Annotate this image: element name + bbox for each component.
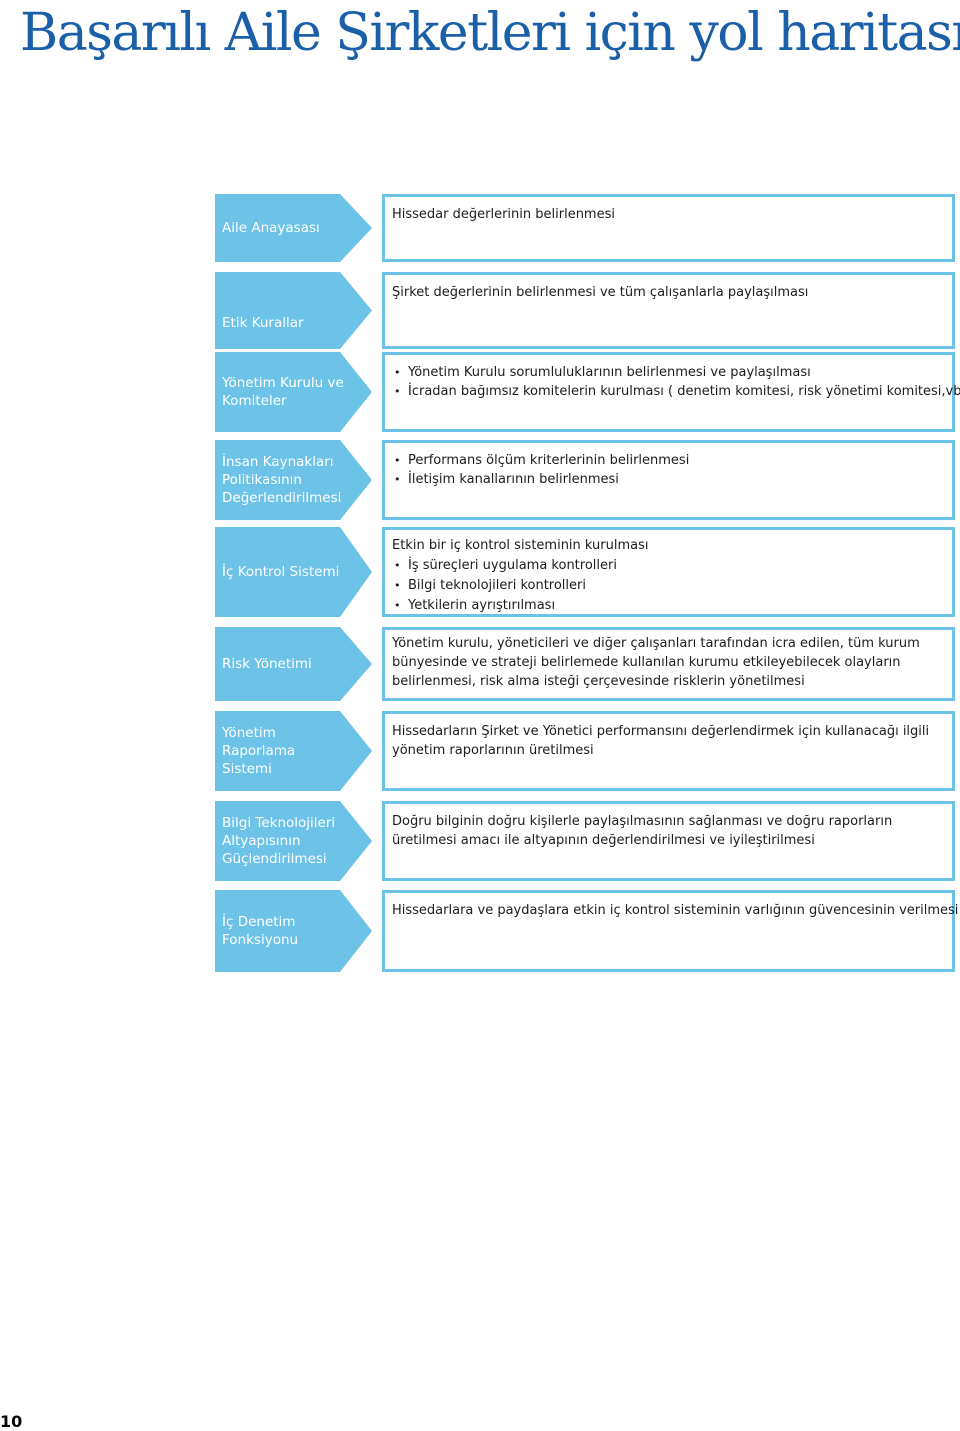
- description-text: Yönetim kurulu, yöneticileri ve diğer ça…: [392, 636, 920, 689]
- roadmap-step-description: Doğru bilginin doğru kişilerle paylaşılm…: [382, 801, 955, 881]
- roadmap-step-label: Bilgi Teknolojileri Altyapısının Güçlend…: [222, 815, 336, 867]
- roadmap-row-ic-denetim: İç Denetim Fonksiyonu Hissedarlara ve pa…: [215, 890, 960, 972]
- bullet-list: İş süreçleri uygulama kontrolleri Bilgi …: [392, 556, 940, 616]
- roadmap-step-label: Yönetim Raporlama Sistemi: [222, 725, 296, 777]
- page-number: 10: [0, 1412, 23, 1431]
- chevron-arrow: [215, 194, 372, 262]
- chevron-arrow: [215, 440, 372, 520]
- roadmap-step-label: İç Kontrol Sistemi: [222, 564, 340, 580]
- roadmap-step-description: Hissedarların Şirket ve Yönetici perform…: [382, 711, 955, 791]
- roadmap-step-label: Yönetim Kurulu ve Komiteler: [222, 375, 344, 409]
- bullet-item: İletişim kanallarının belirlenmesi: [392, 470, 940, 489]
- page-title: Başarılı Aile Şirketleri için yol harita…: [20, 3, 960, 63]
- roadmap-step-label: İç Denetim Fonksiyonu: [222, 914, 299, 948]
- chevron-arrow: [215, 527, 372, 617]
- roadmap-step-description: Şirket değerlerinin belirlenmesi ve tüm …: [382, 272, 955, 349]
- chevron-arrow: [215, 272, 372, 349]
- description-text: Hissedar değerlerinin belirlenmesi: [392, 207, 615, 222]
- chevron-arrow: [215, 627, 372, 701]
- description-text: Doğru bilginin doğru kişilerle paylaşılm…: [392, 814, 893, 848]
- description-text: Etkin bir iç kontrol sisteminin kurulmas…: [392, 538, 649, 553]
- roadmap-row-risk-yonetimi: Risk Yönetimi Yönetim kurulu, yöneticile…: [215, 627, 960, 701]
- bullet-item: İş süreçleri uygulama kontrolleri: [392, 556, 940, 576]
- roadmap-step-description: Hissedarlara ve paydaşlara etkin iç kont…: [382, 890, 959, 972]
- roadmap-row-insan-kaynaklari: İnsan Kaynakları Politikasının Değerlend…: [215, 440, 960, 520]
- chevron-arrow: [215, 801, 372, 881]
- description-text: Hissedarların Şirket ve Yönetici perform…: [392, 724, 930, 758]
- bullet-item: Bilgi teknolojileri kontrolleri: [392, 576, 940, 596]
- roadmap-step-description: Hissedar değerlerinin belirlenmesi: [382, 194, 955, 262]
- roadmap-row-bilgi-teknolojileri: Bilgi Teknolojileri Altyapısının Güçlend…: [215, 801, 960, 881]
- bullet-list: Yönetim Kurulu sorumluluklarının belirle…: [392, 363, 960, 401]
- roadmap-step-description: Performans ölçüm kriterlerinin belirlenm…: [382, 440, 955, 520]
- chevron-arrow: [215, 711, 372, 791]
- roadmap-row-ic-kontrol: İç Kontrol Sistemi Etkin bir iç kontrol …: [215, 527, 960, 617]
- bullet-list: Performans ölçüm kriterlerinin belirlenm…: [392, 451, 940, 489]
- description-text: Şirket değerlerinin belirlenmesi ve tüm …: [392, 285, 809, 300]
- roadmap-step-description: Yönetim kurulu, yöneticileri ve diğer ça…: [382, 627, 955, 701]
- roadmap-row-etik-kurallar: Etik Kurallar Şirket değerlerinin belirl…: [215, 272, 960, 349]
- bullet-item: Yönetim Kurulu sorumluluklarının belirle…: [392, 363, 940, 382]
- bullet-item: Performans ölçüm kriterlerinin belirlenm…: [392, 451, 940, 470]
- roadmap-step-label: Etik Kurallar: [222, 314, 304, 331]
- chevron-arrow: [215, 890, 372, 972]
- roadmap-step-label: İnsan Kaynakları Politikasının Değerlend…: [222, 454, 342, 506]
- roadmap-row-aile-anayasasi: Aile Anayasası Hissedar değerlerinin bel…: [215, 194, 960, 262]
- description-text: Hissedarlara ve paydaşlara etkin iç kont…: [392, 903, 959, 918]
- roadmap-step-description: Etkin bir iç kontrol sisteminin kurulmas…: [382, 527, 955, 617]
- bullet-item: İcradan bağımsız komitelerin kurulması (…: [392, 382, 960, 401]
- chevron-arrow: [215, 352, 372, 432]
- roadmap-step-description: Yönetim Kurulu sorumluluklarının belirle…: [382, 352, 960, 432]
- roadmap-row-yonetim-kurulu: Yönetim Kurulu ve Komiteler Yönetim Kuru…: [215, 352, 960, 432]
- roadmap-row-yonetim-raporlama: Yönetim Raporlama Sistemi Hissedarların …: [215, 711, 960, 791]
- bullet-item: Yetkilerin ayrıştırılması: [392, 596, 940, 616]
- roadmap-step-label: Aile Anayasası: [222, 220, 320, 236]
- roadmap-step-label: Risk Yönetimi: [222, 656, 312, 672]
